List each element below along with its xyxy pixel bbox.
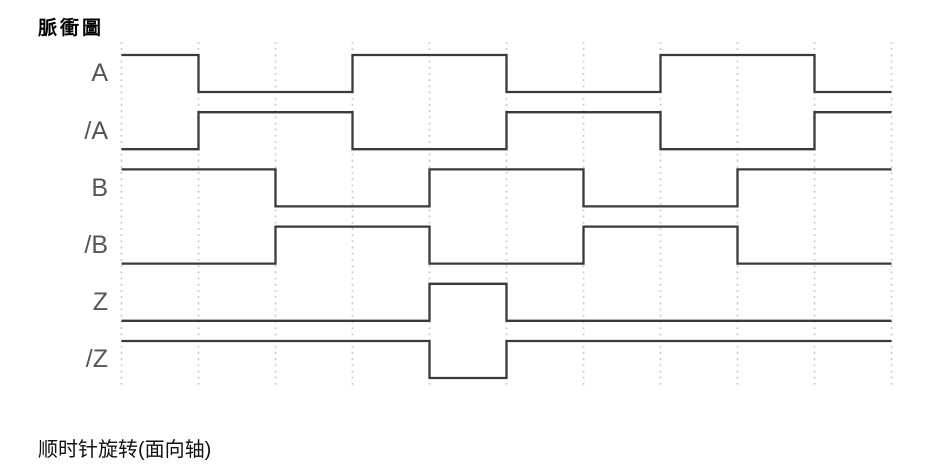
waveform-not-z (121, 339, 892, 380)
signal-label-b: B (91, 174, 108, 202)
waveform-z (121, 282, 892, 322)
waveform-b (121, 168, 892, 208)
rotation-caption: 顺时针旋转(面向轴) (38, 439, 212, 461)
waveform-a (121, 53, 892, 94)
signal-label-not-z: /Z (85, 345, 108, 373)
timing-diagram: A /A B /B Z /Z (84, 42, 893, 386)
signal-label-z: Z (92, 288, 108, 316)
waveform-plot-svg (120, 42, 893, 386)
signal-label-not-a: /A (84, 117, 108, 145)
waveform-not-a (121, 111, 892, 151)
signal-label-not-b: /B (84, 231, 108, 259)
signal-label-a: A (91, 59, 108, 87)
page-title: 脈衝圖 (38, 18, 105, 39)
waveform-not-b (121, 225, 892, 265)
